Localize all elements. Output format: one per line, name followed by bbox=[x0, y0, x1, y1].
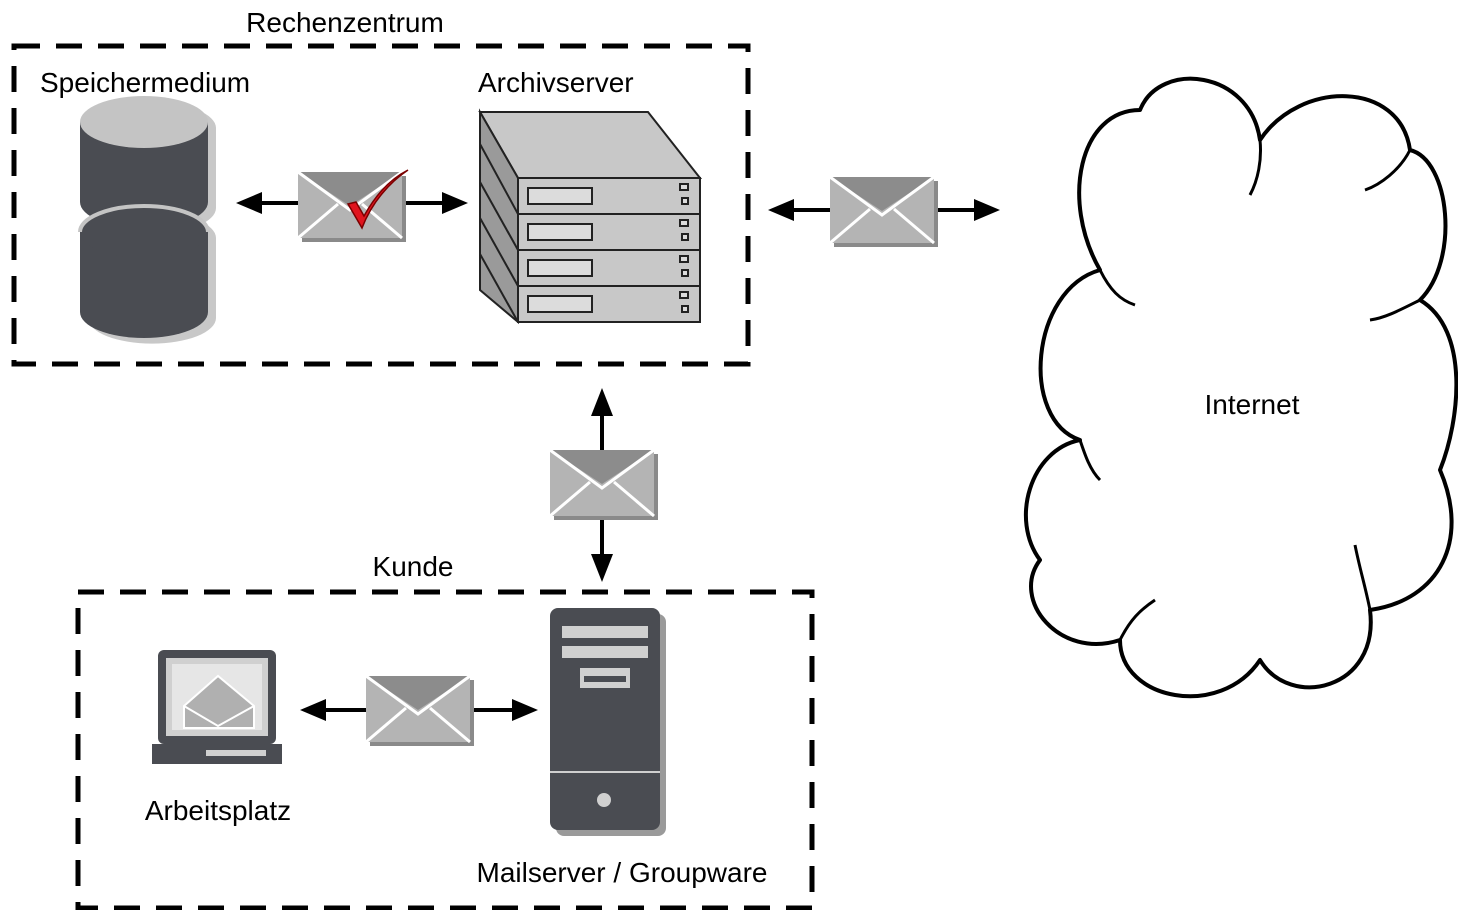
datacenter-frame bbox=[11, 43, 751, 367]
customer-frame bbox=[75, 589, 815, 910]
storage-label: Speichermedium bbox=[40, 67, 250, 98]
envelope-icon bbox=[364, 674, 476, 748]
arrow-right-head bbox=[512, 699, 538, 721]
database-icon bbox=[78, 96, 216, 344]
envelope-check-icon bbox=[296, 169, 409, 244]
internet-label: Internet bbox=[1205, 389, 1300, 420]
customer-title: Kunde bbox=[373, 551, 454, 582]
datacenter-title: Rechenzentrum bbox=[246, 7, 444, 38]
cloud-icon bbox=[1024, 76, 1458, 699]
workstation-mail-link bbox=[300, 674, 538, 748]
tower-server-icon bbox=[550, 608, 666, 836]
mail-server-node: Mailserver / Groupware bbox=[477, 608, 768, 888]
arrow-right-head bbox=[974, 199, 1000, 221]
workstation-label: Arbeitsplatz bbox=[145, 795, 291, 826]
archive-server-node: Archivserver bbox=[478, 67, 703, 325]
arrow-left-head bbox=[300, 699, 326, 721]
arrow-down-head bbox=[591, 554, 613, 582]
laptop-mail-icon bbox=[152, 650, 282, 764]
archive-mail-link bbox=[548, 388, 660, 582]
datacenter-group: Rechenzentrum bbox=[11, 7, 751, 367]
mail-server-label: Mailserver / Groupware bbox=[477, 857, 768, 888]
arrow-right-head bbox=[442, 192, 468, 214]
customer-group: Kunde bbox=[75, 551, 815, 910]
storage-archive-link bbox=[236, 169, 468, 244]
workstation-node: Arbeitsplatz bbox=[145, 650, 291, 826]
envelope-icon bbox=[548, 448, 660, 522]
arrow-left-head bbox=[236, 192, 262, 214]
envelope-icon bbox=[828, 175, 940, 249]
archive-server-label: Archivserver bbox=[478, 67, 634, 98]
arrow-left-head bbox=[768, 199, 794, 221]
internet-node: Internet bbox=[1024, 76, 1458, 699]
storage-node: Speichermedium bbox=[40, 67, 250, 344]
archive-internet-link bbox=[768, 175, 1000, 249]
arrow-up-head bbox=[591, 388, 613, 416]
rack-server-icon bbox=[478, 108, 703, 325]
